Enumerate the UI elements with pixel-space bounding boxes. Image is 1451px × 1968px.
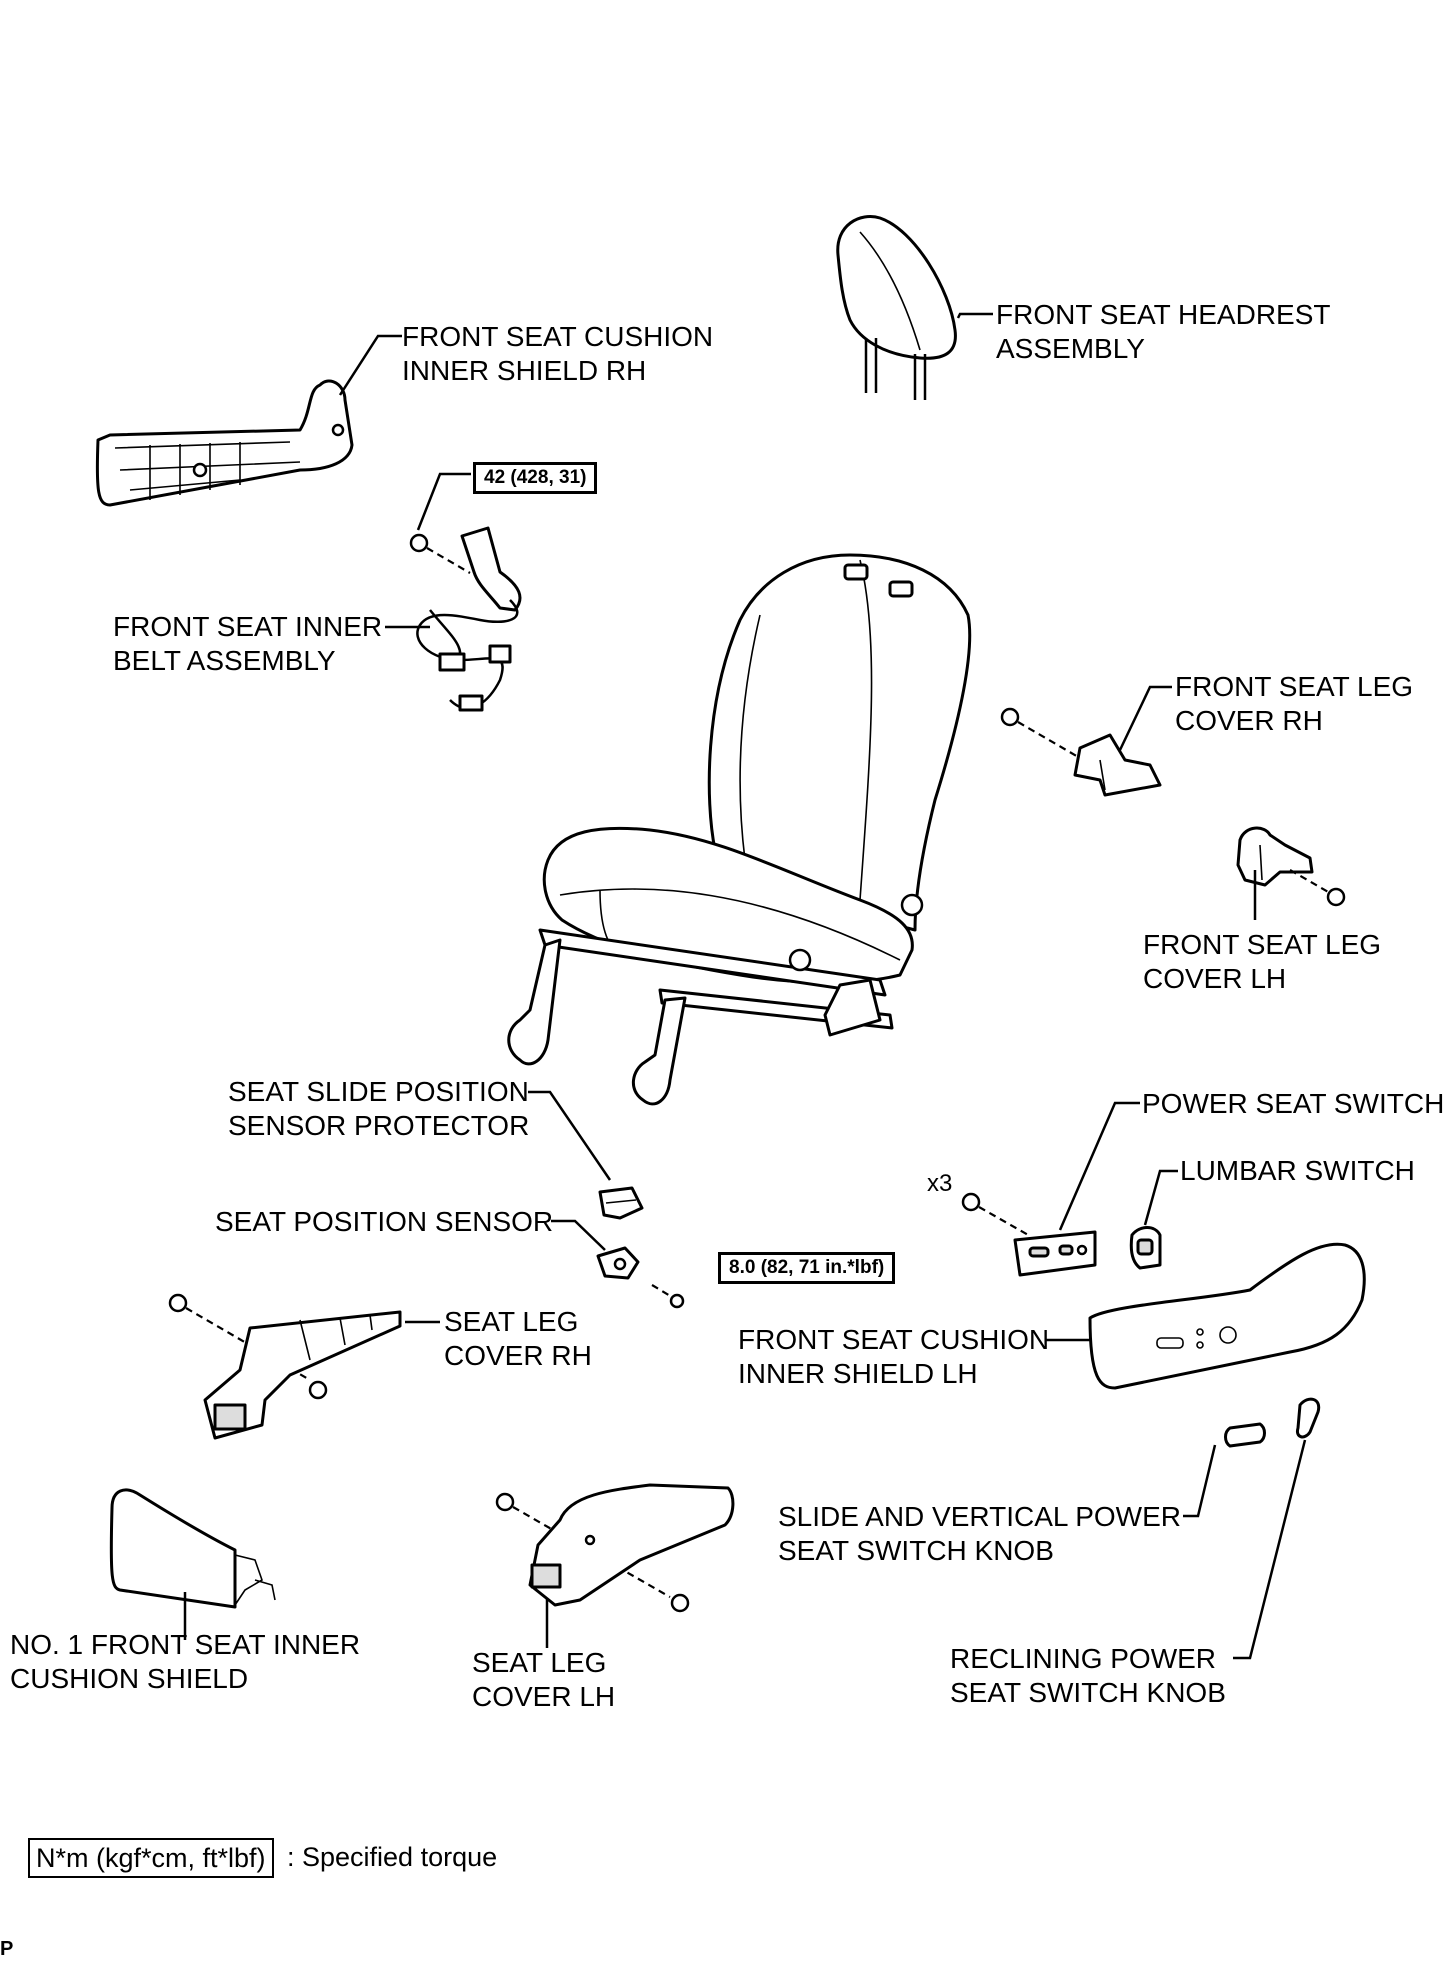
- label-line: COVER LH: [472, 1681, 616, 1712]
- seat-leg-cover-rh-label: SEAT LEG COVER RH: [444, 1305, 592, 1373]
- no1-inner-cushion-shield-drawing: [109, 1488, 276, 1609]
- label-line: SENSOR PROTECTOR: [228, 1110, 530, 1141]
- headrest-drawing: [836, 215, 957, 400]
- seat-assembly-drawing: [507, 553, 972, 1106]
- slide-vertical-knob-label: SLIDE AND VERTICAL POWER SEAT SWITCH KNO…: [778, 1500, 1181, 1568]
- belt-bolt-torque: 42 (428, 31): [473, 462, 598, 494]
- label-line: INNER SHIELD LH: [738, 1358, 978, 1389]
- cushion-shield-lh-label: FRONT SEAT CUSHION INNER SHIELD LH: [738, 1323, 1049, 1391]
- seat-leg-cover-lh-label: SEAT LEG COVER LH: [472, 1646, 615, 1714]
- no1-inner-cushion-shield-label: NO. 1 FRONT SEAT INNER CUSHION SHIELD: [10, 1628, 360, 1696]
- sensor-protector-label: SEAT SLIDE POSITION SENSOR PROTECTOR: [228, 1075, 529, 1143]
- inner-belt-drawing: [409, 526, 522, 712]
- label-line: SEAT LEG: [472, 1647, 607, 1678]
- lumbar-switch-label: LUMBAR SWITCH: [1180, 1155, 1415, 1186]
- leg-cover-rh-top-drawing: [1000, 707, 1162, 797]
- label-line: NO. 1 FRONT SEAT INNER: [10, 1629, 361, 1660]
- label-line: INNER SHIELD RH: [402, 355, 647, 386]
- cushion-shield-rh-drawing: [95, 379, 354, 507]
- seat-position-sensor-drawing: [596, 1246, 685, 1309]
- inner-belt-label: FRONT SEAT INNER BELT ASSEMBLY: [113, 610, 382, 678]
- torque-legend-box: N*m (kgf*cm, ft*lbf): [28, 1838, 274, 1878]
- cushion-shield-rh-label: FRONT SEAT CUSHION INNER SHIELD RH: [402, 320, 713, 388]
- label-line: SEAT SLIDE POSITION: [228, 1076, 529, 1107]
- label-line: COVER RH: [444, 1340, 592, 1371]
- screw-quantity-label: x3: [927, 1170, 953, 1197]
- cushion-shield-lh-drawing: [1088, 1242, 1366, 1390]
- label-line: FRONT SEAT HEADREST: [996, 299, 1331, 330]
- reclining-knob-drawing: [1295, 1397, 1321, 1439]
- label-line: RECLINING POWER: [950, 1643, 1217, 1674]
- label-line: ASSEMBLY: [996, 333, 1145, 364]
- label-line: FRONT SEAT CUSHION: [402, 321, 714, 352]
- label-line: FRONT SEAT LEG: [1175, 671, 1414, 702]
- leg-cover-lh-top-label: FRONT SEAT LEG COVER LH: [1143, 928, 1381, 996]
- sensor-bolt-torque: 8.0 (82, 71 in.*lbf): [718, 1252, 896, 1284]
- label-line: CUSHION SHIELD: [10, 1663, 249, 1694]
- seat-leg-cover-rh-drawing: [168, 1293, 402, 1440]
- label-line: FRONT SEAT INNER: [113, 611, 383, 642]
- label-line: SEAT LEG: [444, 1306, 579, 1337]
- label-line: COVER RH: [1175, 705, 1323, 736]
- label-line: SLIDE AND VERTICAL POWER: [778, 1501, 1181, 1532]
- seat-position-sensor-label: SEAT POSITION SENSOR: [215, 1206, 554, 1237]
- label-line: SEAT SWITCH KNOB: [778, 1535, 1054, 1566]
- power-seat-switch-drawing: [961, 1192, 1097, 1277]
- label-line: BELT ASSEMBLY: [113, 645, 336, 676]
- headrest-label: FRONT SEAT HEADREST ASSEMBLY: [996, 298, 1331, 366]
- leg-cover-lh-top-drawing: [1236, 826, 1346, 907]
- torque-legend-text: : Specified torque: [287, 1842, 498, 1872]
- figure-code: P: [0, 1938, 14, 1960]
- label-line: FRONT SEAT LEG: [1143, 929, 1382, 960]
- lumbar-switch-drawing: [1129, 1226, 1162, 1270]
- leg-cover-rh-top-label: FRONT SEAT LEG COVER RH: [1175, 670, 1413, 738]
- power-seat-switch-label: POWER SEAT SWITCH: [1142, 1088, 1445, 1119]
- seat-leg-cover-lh-drawing: [495, 1483, 735, 1613]
- label-line: FRONT SEAT CUSHION: [738, 1324, 1050, 1355]
- label-line: COVER LH: [1143, 963, 1287, 994]
- sensor-protector-drawing: [598, 1186, 644, 1220]
- label-line: SEAT SWITCH KNOB: [950, 1677, 1226, 1708]
- reclining-knob-label: RECLINING POWER SEAT SWITCH KNOB: [950, 1642, 1226, 1710]
- slide-vertical-knob-drawing: [1224, 1422, 1266, 1448]
- leader-lines: [183, 312, 1307, 1660]
